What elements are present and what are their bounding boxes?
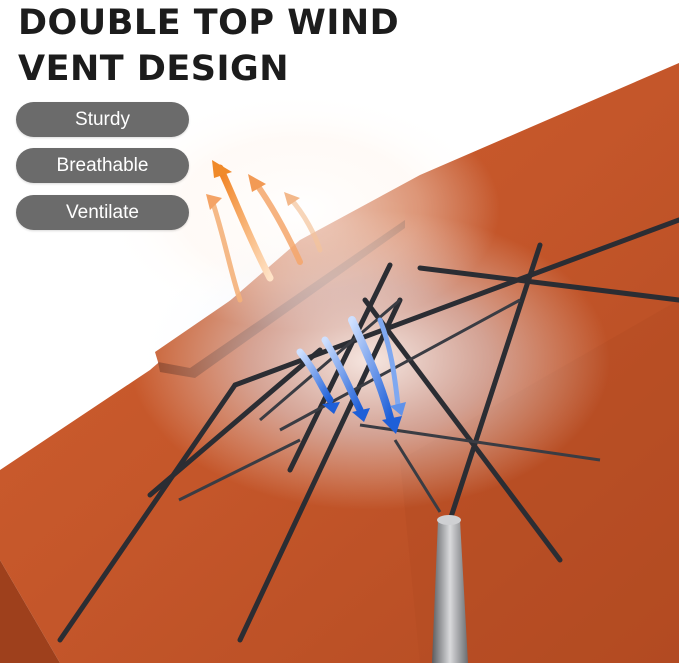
airflow-arrowheads-orange (206, 160, 300, 210)
feature-label: Breathable (56, 154, 149, 176)
feature-pill-ventilate: Ventilate (16, 195, 189, 230)
pole-collar (437, 515, 461, 525)
airflow-arrow-icon-blue (296, 316, 401, 422)
feature-pill-sturdy: Sturdy (16, 102, 189, 137)
feature-label: Ventilate (66, 201, 139, 223)
canopy-edge-fold (0, 560, 60, 663)
headline: DOUBLE TOP WIND VENT DESIGN (18, 0, 399, 92)
feature-label: Sturdy (75, 108, 130, 130)
headline-line-1: DOUBLE TOP WIND (18, 3, 400, 43)
headline-line-2: VENT DESIGN (18, 49, 290, 89)
feature-pill-breathable: Breathable (16, 148, 189, 183)
umbrella-pole (432, 520, 468, 663)
canopy-shade (400, 300, 679, 663)
airflow-arrowheads-blue (322, 402, 406, 434)
airflow-arrow-icon (209, 164, 323, 303)
umbrella-struts (178, 298, 601, 513)
umbrella-ribs (57, 217, 679, 643)
